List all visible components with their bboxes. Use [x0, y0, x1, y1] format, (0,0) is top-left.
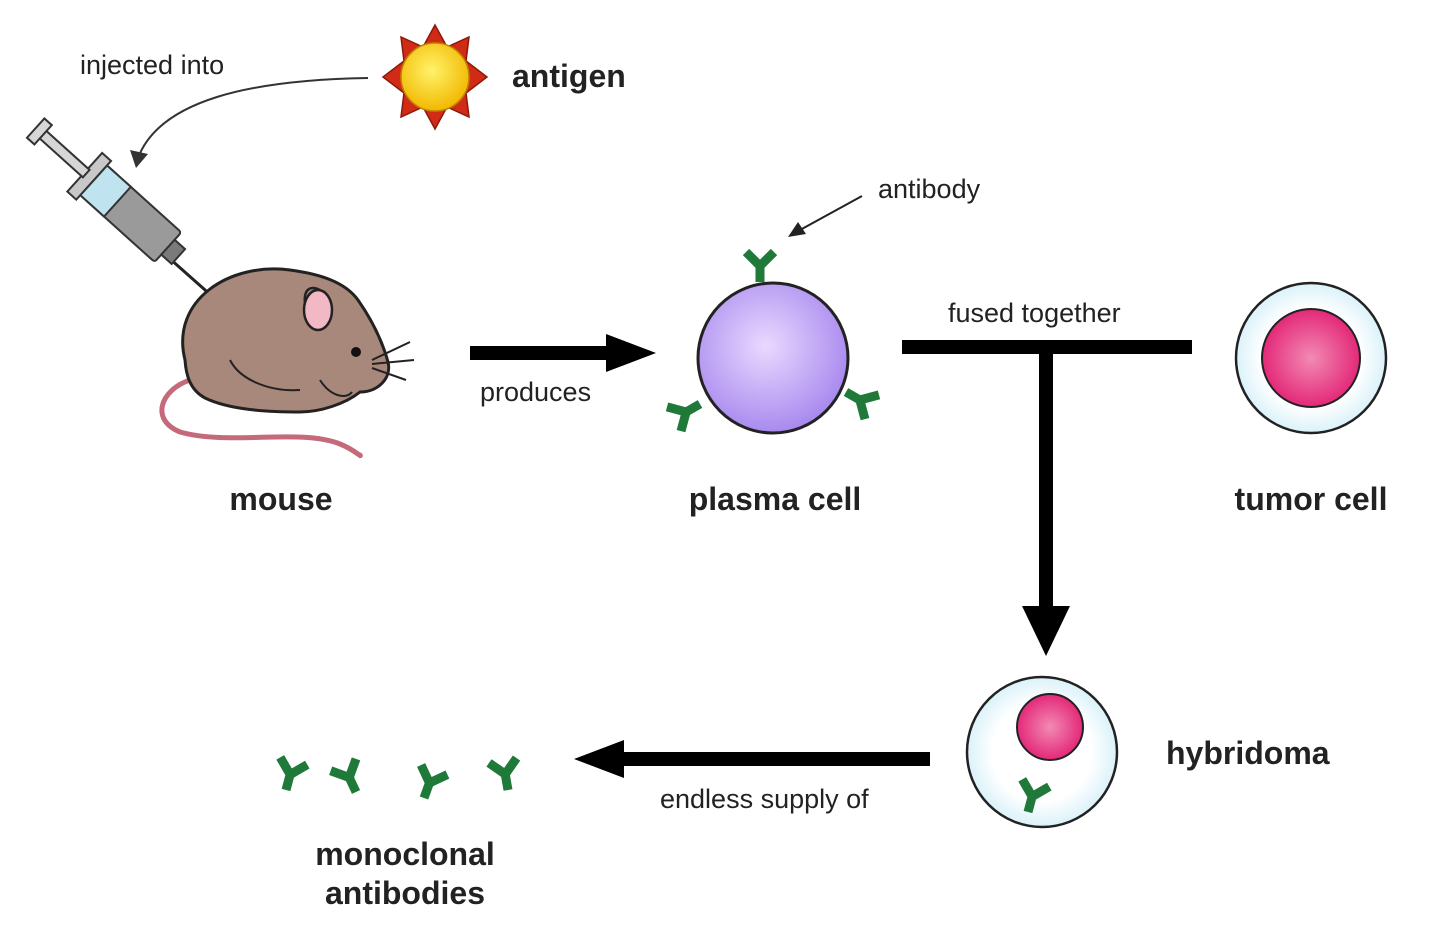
monoclonal-antibodies-group [272, 757, 521, 802]
plasma-cell-label: plasma cell [688, 481, 862, 517]
produces-arrow [470, 334, 656, 372]
antibody-icon [331, 759, 369, 798]
hybridoma-label: hybridoma [1166, 735, 1330, 771]
injected-into-label: injected into [80, 50, 225, 80]
fused-together-label: fused together [948, 298, 1121, 328]
monoclonal-label-line2: antibodies [324, 875, 486, 911]
mouse-icon [159, 267, 415, 459]
tumor-cell-label: tumor cell [1234, 481, 1388, 517]
sun-antigen-icon [381, 23, 489, 131]
antibody-icon [839, 380, 879, 419]
antigen-label: antigen [512, 58, 626, 94]
endless-supply-label: endless supply of [660, 784, 869, 814]
antibody-label: antibody [878, 174, 981, 204]
plasma-cell [667, 252, 879, 433]
antibody-pointer [788, 195, 863, 237]
mouse-label: mouse [229, 481, 333, 517]
antibody-icon [411, 765, 448, 803]
antibody-icon [272, 757, 307, 793]
antibody-icon [667, 392, 707, 431]
tumor-cell [1234, 281, 1388, 435]
fused-together-connector [902, 340, 1192, 656]
produces-label: produces [480, 377, 592, 407]
monoclonal-label-line1: monoclonal [315, 836, 495, 872]
antibody-icon [746, 252, 774, 282]
antibody-icon [489, 758, 522, 792]
endless-supply-arrow [574, 740, 930, 778]
hybridoma-cell [965, 675, 1119, 829]
syringe-icon [25, 117, 223, 307]
injected-into-arrow [130, 77, 369, 168]
